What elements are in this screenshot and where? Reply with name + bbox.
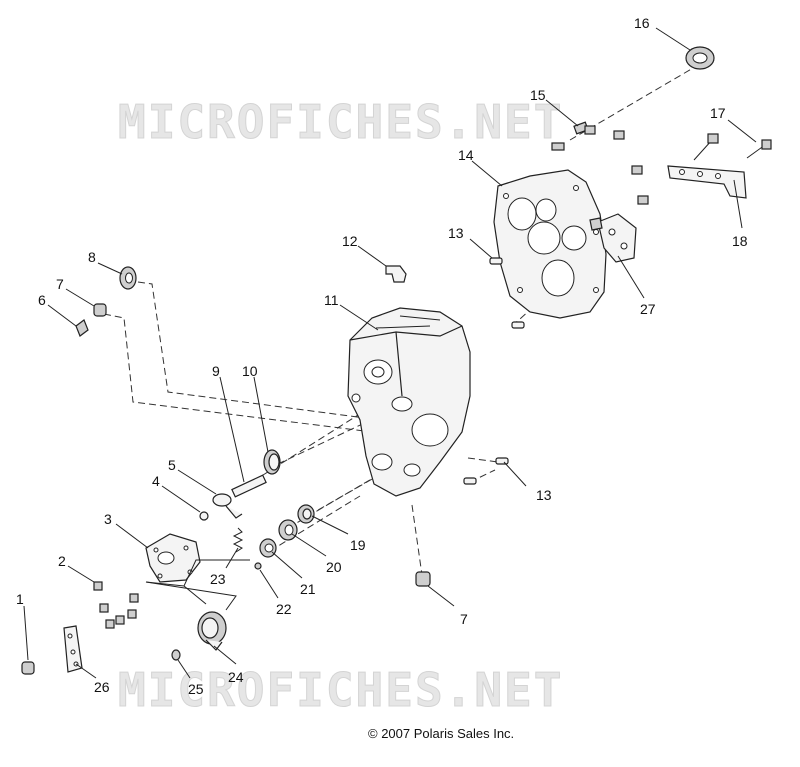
callout-25: 25: [188, 681, 204, 697]
callout-1: 1: [16, 591, 24, 607]
leader-lines: [23, 27, 757, 679]
seal-part-16: [685, 46, 715, 70]
fitting-part-12: [385, 265, 407, 283]
callout-27: 27: [640, 301, 656, 317]
fork-part-5: [212, 493, 243, 519]
callout-13-lower: 13: [536, 487, 552, 503]
spring-part-23: [232, 527, 244, 553]
shaft-part-9: [231, 474, 267, 498]
bolts-part-15: [551, 121, 649, 205]
callout-4: 4: [152, 473, 160, 489]
housing-part-11: [347, 307, 471, 497]
idler-part-24: [197, 611, 227, 651]
callout-16: 16: [634, 15, 650, 31]
callout-6: 6: [38, 292, 46, 308]
bolts-part-2: [93, 581, 139, 629]
gear-part-19: [297, 504, 315, 524]
plug-part-7-upper: [93, 303, 107, 317]
callout-18: 18: [732, 233, 748, 249]
callout-11: 11: [324, 292, 339, 308]
callout-13-upper: 13: [448, 225, 464, 241]
bolts-part-17: [693, 133, 772, 161]
clip-part-4: [199, 511, 209, 521]
bearing-part-20: [278, 519, 298, 541]
gear-part-10: [263, 449, 281, 475]
callout-3: 3: [104, 511, 112, 527]
watermark-top: MICROFICHES.NET: [118, 95, 563, 149]
callout-labels: 1 2 3 4 5 6 7 8 9 10 11 12 13 14 15 16 1…: [16, 15, 748, 697]
callout-20: 20: [326, 559, 342, 575]
bracket-part-27: [589, 213, 637, 263]
bearing-part-21: [259, 538, 277, 558]
plug-part-7-lower: [415, 571, 431, 587]
callout-23: 23: [210, 571, 226, 587]
bracket-part-18: [667, 165, 747, 199]
callout-10: 10: [242, 363, 258, 379]
nut-part-25: [171, 649, 181, 661]
callout-22: 22: [276, 601, 292, 617]
seal-part-8: [119, 266, 137, 290]
callout-26: 26: [94, 679, 110, 695]
callout-7-upper: 7: [56, 276, 64, 292]
bracket-part-26: [63, 625, 83, 673]
case-cover-part-14: [493, 169, 607, 319]
callout-19: 19: [350, 537, 366, 553]
callout-21: 21: [300, 581, 316, 597]
callout-5: 5: [168, 457, 176, 473]
copyright-text: © 2007 Polaris Sales Inc.: [368, 726, 514, 741]
callout-2: 2: [58, 553, 66, 569]
callout-17: 17: [710, 105, 726, 121]
callout-8: 8: [88, 249, 96, 265]
watermark-bottom: MICROFICHES.NET: [118, 663, 563, 717]
nut-part-1: [21, 661, 35, 675]
callout-24: 24: [228, 669, 244, 685]
callout-9: 9: [212, 363, 220, 379]
cover-part-3: [145, 533, 201, 583]
callout-14: 14: [458, 147, 474, 163]
callout-12: 12: [342, 233, 358, 249]
dowel-pins-part-13: [463, 257, 525, 485]
ball-part-22: [254, 562, 262, 570]
washer-part-6: [75, 319, 89, 337]
callout-15: 15: [530, 87, 546, 103]
callout-7-lower: 7: [460, 611, 468, 627]
